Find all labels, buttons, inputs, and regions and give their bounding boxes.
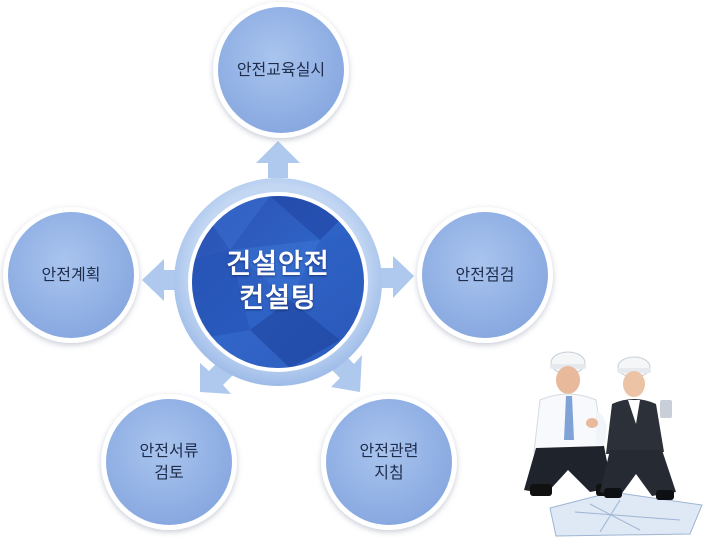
center-circle — [174, 178, 382, 386]
arrow-right-icon — [378, 256, 414, 298]
arrow-left-icon — [142, 259, 180, 301]
node-circle-documents — [101, 394, 237, 530]
node-circle-education — [213, 2, 349, 138]
center-title: 건설안전 컨설팅 — [226, 249, 330, 314]
node-label-documents: 안전서류 검토 — [139, 441, 199, 482]
node-circle-inspection — [417, 207, 553, 343]
node-label-education: 안전교육실시 — [236, 60, 326, 79]
node-label-guidance: 안전관련 지침 — [359, 441, 419, 482]
center-facet-pattern — [192, 196, 364, 368]
node-label-inspection: 안전점검 — [455, 265, 515, 284]
node-circle-guidance — [321, 394, 457, 530]
node-label-planning: 안전계획 — [41, 265, 101, 284]
arrow-up-icon — [256, 141, 300, 178]
construction-workers-illustration — [524, 351, 703, 537]
node-circle-planning — [3, 207, 139, 343]
